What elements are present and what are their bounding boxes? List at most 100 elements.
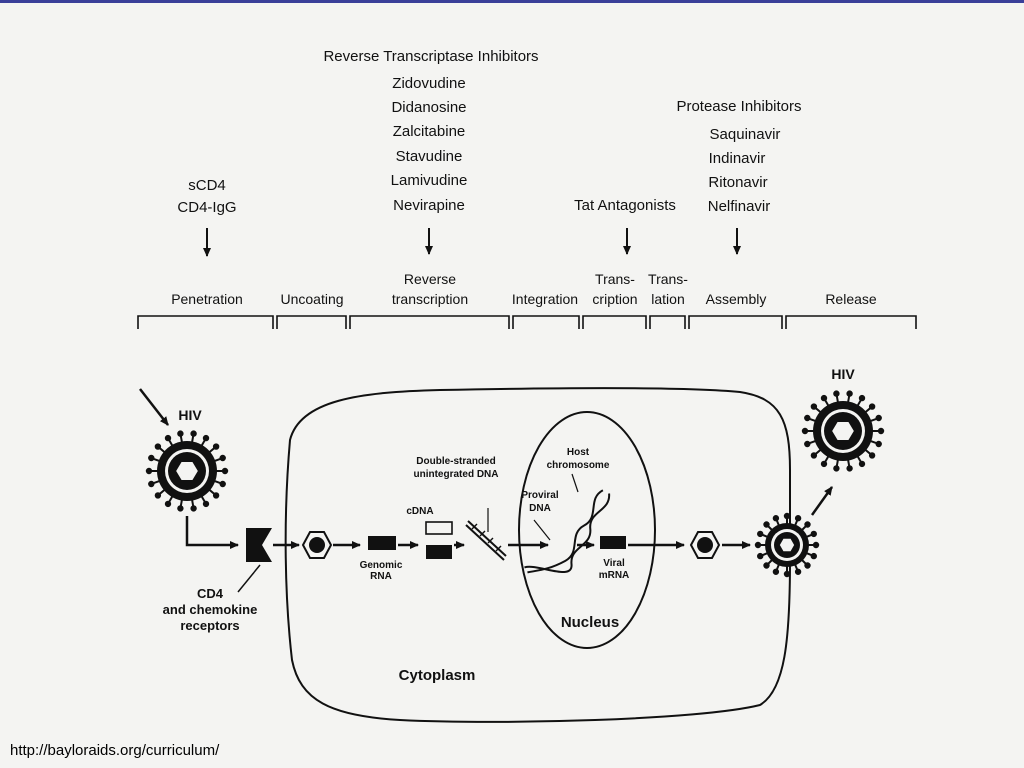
virion-spike-tip (820, 394, 828, 402)
top-accent-bar (0, 0, 1024, 3)
stage-brackets (137, 315, 917, 329)
rti-drug: Nevirapine (393, 197, 465, 214)
stage-transcription-line-1: Trans- (595, 271, 635, 287)
entry-inhibitor-line-1: sCD4 (188, 177, 226, 194)
stage-rt-line-2: transcription (392, 291, 468, 307)
host-chromosome-label-2: chromosome (547, 460, 610, 471)
rti-drug: Stavudine (396, 148, 463, 165)
budding-virion-icon (754, 512, 820, 578)
virion-spike-tip (810, 403, 818, 410)
double-stranded-dna-icon (465, 520, 507, 561)
virion-spike-tip (772, 568, 780, 575)
virion-spike-tip (154, 443, 162, 450)
virion-spike-tip (772, 515, 780, 522)
stage-transcription-line-2: cription (592, 291, 637, 307)
nucleus-outline (518, 411, 656, 649)
rti-drug: Didanosine (391, 99, 466, 116)
rti-group: Reverse Transcriptase Inhibitors Zidovud… (323, 48, 539, 255)
receptor-label-2: and chemokine (163, 602, 258, 617)
source-url[interactable]: http://bayloraids.org/curriculum/ (10, 742, 220, 759)
virion-spike-tip (846, 465, 853, 472)
virion-spike-tip (212, 443, 220, 450)
stage-penetration: Penetration (171, 291, 243, 307)
host-chromosome-pointer (571, 473, 579, 493)
hiv-entry-arrow (139, 388, 169, 426)
bracket-assembly (688, 315, 783, 329)
virion-spike-tip (212, 492, 220, 499)
protease-drug: Saquinavir (710, 126, 781, 143)
rti-title: Reverse Transcriptase Inhibitors (323, 48, 538, 65)
virion-spike-tip (754, 541, 762, 549)
bracket-transcription (582, 315, 647, 329)
virion-spike-tip (833, 390, 840, 397)
virion-spike-tip (221, 467, 229, 475)
hiv-in-label: HIV (178, 407, 202, 423)
genomic-rna-label-1: Genomic (360, 560, 403, 571)
virion-spike-tip (177, 430, 184, 437)
bracket-reverse-transcription (349, 315, 510, 329)
virion-spike-tip (804, 562, 811, 569)
stage-release: Release (825, 291, 877, 307)
virion-spike-tip (164, 500, 172, 508)
stage-labels: Penetration Uncoating Reverse transcript… (171, 271, 877, 307)
virion-spike-tip (164, 434, 172, 442)
virion-spike-tip (763, 562, 770, 569)
virion-spike-tip (820, 460, 828, 468)
protease-drug: Indinavir (709, 150, 766, 167)
bracket-release (785, 315, 917, 329)
virion-spike-tip (810, 530, 817, 538)
virion-spike-tip (858, 460, 866, 468)
virion-spike-tip (190, 430, 197, 437)
protease-title: Protease Inhibitors (676, 98, 801, 115)
virion-spike-tip (177, 505, 184, 512)
stage-integration: Integration (512, 291, 578, 307)
bracket-uncoating (276, 315, 347, 329)
virion-spike-tip (757, 552, 764, 560)
virion-spike-tip (846, 390, 853, 397)
virion-spike-tip (804, 440, 811, 448)
bracket-translation (649, 315, 686, 329)
protease-drug: Nelfinavir (708, 198, 771, 215)
virion-spike-tip (875, 440, 882, 448)
protease-drug: Ritonavir (708, 174, 767, 191)
stage-uncoating: Uncoating (280, 291, 343, 307)
uncoated-core-icon (301, 531, 333, 559)
dsdna-label-2: unintegrated DNA (414, 469, 499, 480)
virion-spike-tip (833, 465, 840, 472)
nucleus-label: Nucleus (561, 614, 619, 631)
proviral-dna-pointer (533, 519, 551, 541)
entry-inhibitors-group: sCD4 CD4-IgG (177, 177, 237, 257)
release-arrow (810, 486, 834, 516)
stage-translation-line-2: lation (651, 291, 684, 307)
receptor-label-3: receptors (180, 618, 239, 633)
bracket-integration (512, 315, 580, 329)
viral-mrna-label-2: mRNA (599, 570, 630, 581)
virion-spike-tip (810, 452, 818, 459)
entry-path-arrow (185, 516, 239, 549)
host-chromosome-icon (524, 489, 611, 574)
virion-spike-tip (145, 467, 153, 475)
virion-spike-tip (202, 434, 210, 442)
virion-spike-tip (858, 394, 866, 402)
virion-spike-tip (783, 512, 791, 520)
hiv-virion-released: HIV (801, 366, 885, 472)
virion-spike-tip (877, 427, 885, 435)
rti-drug: Zidovudine (392, 75, 465, 92)
rna-template-icon (426, 545, 452, 559)
receptor-pointer (237, 564, 261, 593)
virion-spike-tip (804, 414, 811, 422)
hiv-virion-incoming: HIV (139, 388, 229, 512)
rti-drug: Zalcitabine (393, 123, 466, 140)
viral-mrna-icon (600, 536, 626, 549)
virion-spike-tip (868, 452, 876, 459)
tat-group: Tat Antagonists (574, 197, 676, 255)
cd4-receptor-icon (246, 528, 272, 562)
proviral-dna-label-1: Proviral (521, 490, 558, 501)
virion-core-icon (173, 460, 201, 482)
virion-spike-tip (757, 530, 764, 538)
virion-spike-tip (219, 480, 226, 488)
virion-spike-tip (190, 505, 197, 512)
virion-spike-tip (148, 454, 155, 462)
stage-translation-line-1: Trans- (648, 271, 688, 287)
receptor-label-1: CD4 (197, 586, 224, 601)
